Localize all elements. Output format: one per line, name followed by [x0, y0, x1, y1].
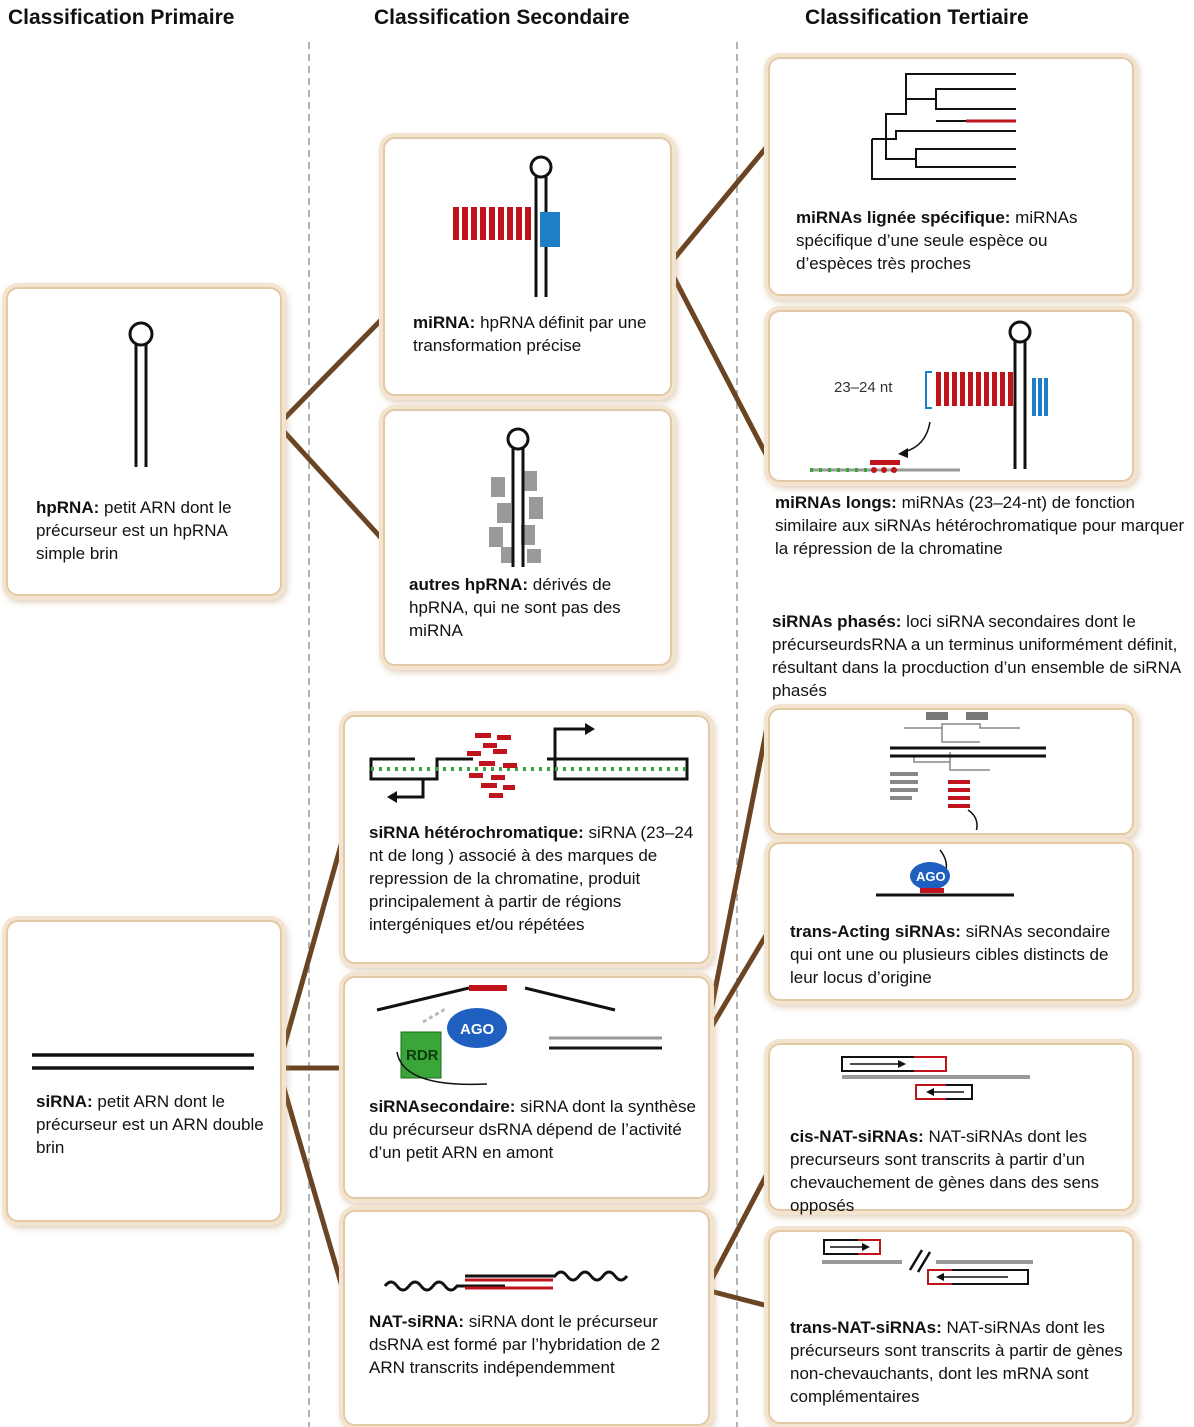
trans-acting-term: trans-Acting siRNAs:	[790, 922, 961, 941]
long-mirna-icon: 23–24 nt	[810, 320, 1048, 473]
sirna-desc: petit ARN dont le précurseur est un ARN …	[36, 1092, 264, 1157]
card-other-hprna: autres hpRNA: dérivés de hpRNA, qui ne s…	[383, 409, 672, 666]
card-nat-sirna: NAT-siRNA: siRNA dont le précurseur dsRN…	[343, 1210, 710, 1426]
trans-acting-icon: AGO	[876, 849, 1014, 897]
card-trans-acting: AGO trans-Acting siRNAs: siRNAs secondai…	[768, 842, 1134, 1001]
long-mirna-term: miRNAs longs:	[775, 493, 897, 512]
connector-sirna-hetero	[275, 835, 346, 1071]
phylogeny-tree-icon	[871, 73, 1016, 180]
ago-target-label: AGO	[916, 869, 946, 884]
trans-nat-term: trans-NAT-siRNAs:	[790, 1318, 942, 1337]
lineage-mirna-desc: miRNAs spécifique d’une seule espèce ou …	[796, 208, 1078, 273]
other-hprna-text: autres hpRNA: dérivés de hpRNA, qui ne s…	[409, 573, 654, 642]
nat-sirna-term: NAT-siRNA:	[369, 1312, 465, 1331]
phased-term: siRNAs phasés:	[772, 612, 902, 631]
mirna-desc: hpRNA définit par une transformation pré…	[413, 313, 647, 355]
hprna-text: hpRNA: petit ARN dont le précurseur est …	[36, 496, 266, 565]
cis-nat-text: cis-NAT-siRNAs: NAT-siRNAs dont les prec…	[790, 1125, 1120, 1217]
connector-nat-trans	[703, 1287, 771, 1309]
card-mirna: miRNA: hpRNA définit par une transformat…	[383, 137, 672, 396]
sirna-text: siRNA: petit ARN dont le précurseur est …	[36, 1090, 266, 1159]
other-hprna-icon	[489, 427, 543, 567]
card-lineage-mirna: miRNAs lignée spécifique: miRNAs spécifi…	[768, 57, 1134, 296]
mirna-text: miRNA: hpRNA définit par une transformat…	[413, 311, 653, 357]
phased-text: siRNAs phasés: loci siRNA secondaires do…	[772, 610, 1192, 702]
trans-acting-desc: siRNAs secondaire qui ont une ou plusieu…	[790, 922, 1111, 987]
trans-nat-icon	[822, 1239, 1033, 1285]
phased-sirna-icon	[890, 712, 1046, 830]
secondary-sirna-term: siRNAsecondaire:	[369, 1097, 516, 1116]
cis-nat-desc: NAT-siRNAs dont les precurseurs sont tra…	[790, 1127, 1100, 1215]
long-mirna-text: miRNAs longs: miRNAs (23–24-nt) de fonct…	[775, 491, 1185, 560]
connector-secondary-trans	[703, 929, 771, 1039]
connector-mirna-lineage	[665, 140, 773, 269]
header-secondary: Classification Secondaire	[374, 6, 630, 29]
trans-acting-text: trans-Acting siRNAs: siRNAs secondaire q…	[790, 920, 1120, 989]
header-primary: Classification Primaire	[8, 6, 235, 29]
other-hprna-desc: dérivés de hpRNA, qui ne sont pas des mi…	[409, 575, 621, 640]
cis-nat-term: cis-NAT-siRNAs:	[790, 1127, 924, 1146]
connector-sirna-nat	[275, 1065, 346, 1293]
other-hprna-term: autres hpRNA:	[409, 575, 529, 594]
connector-hprna-other	[275, 422, 386, 543]
mirna-term: miRNA:	[413, 313, 476, 332]
hairpin-icon	[128, 321, 154, 467]
ago-label: AGO	[460, 1021, 495, 1038]
card-trans-nat: trans-NAT-siRNAs: NAT-siRNAs dont les pr…	[768, 1230, 1134, 1424]
cis-nat-icon	[841, 1056, 1030, 1100]
phased-desc: loci siRNA secondaires dont le précurseu…	[772, 612, 1181, 700]
card-long-mirna: 23–24 nt	[768, 310, 1134, 482]
lineage-mirna-text: miRNAs lignée spécifique: miRNAs spécifi…	[796, 206, 1116, 275]
secondary-sirna-text: siRNAsecondaire: siRNA dont la synthèse …	[369, 1095, 704, 1164]
header-tertiary: Classification Tertiaire	[805, 6, 1029, 29]
trans-nat-desc: NAT-siRNAs dont les précurseurs sont tra…	[790, 1318, 1123, 1406]
card-sirna: siRNA: petit ARN dont le précurseur est …	[6, 920, 282, 1222]
nat-sirna-icon	[383, 1270, 629, 1292]
rdr-label: RDR	[406, 1047, 439, 1064]
double-strand-icon	[32, 1053, 254, 1070]
heterochromatic-term: siRNA hétérochromatique:	[369, 823, 584, 842]
mirna-hairpin-icon	[453, 155, 560, 297]
card-heterochromatic: siRNA hétérochromatique: siRNA (23–24 nt…	[343, 715, 710, 964]
hprna-desc: petit ARN dont le précurseur est un hpRN…	[36, 498, 232, 563]
trans-nat-text: trans-NAT-siRNAs: NAT-siRNAs dont les pr…	[790, 1316, 1130, 1408]
secondary-sirna-desc: siRNA dont la synthèse du précurseur dsR…	[369, 1097, 696, 1162]
hprna-term: hpRNA:	[36, 498, 100, 517]
connector-hprna-mirna	[275, 315, 386, 428]
heterochromatic-icon	[369, 723, 689, 803]
heterochromatic-text: siRNA hétérochromatique: siRNA (23–24 nt…	[369, 821, 704, 936]
card-secondary-sirna: RDR AGO siRNAsecondaire: siRNA dont la s…	[343, 976, 710, 1199]
nat-sirna-desc: siRNA dont le précurseur dsRNA est formé…	[369, 1312, 661, 1377]
connector-nat-cis	[703, 1169, 771, 1293]
connector-secondary-phased	[703, 719, 771, 1039]
long-mirna-desc: miRNAs (23–24-nt) de fonction similaire …	[775, 493, 1185, 558]
card-phased	[768, 708, 1134, 835]
heterochromatic-desc: siRNA (23–24 nt de long ) associé à des …	[369, 823, 694, 934]
card-cis-nat: cis-NAT-siRNAs: NAT-siRNAs dont les prec…	[768, 1043, 1134, 1215]
sirna-term: siRNA:	[36, 1092, 93, 1111]
lineage-mirna-term: miRNAs lignée spécifique:	[796, 208, 1011, 227]
secondary-sirna-icon: RDR AGO	[376, 985, 662, 1086]
connector-mirna-long	[665, 263, 773, 465]
nt-length-label: 23–24 nt	[834, 379, 893, 396]
nat-sirna-text: NAT-siRNA: siRNA dont le précurseur dsRN…	[369, 1310, 699, 1379]
card-hprna: hpRNA: petit ARN dont le précurseur est …	[6, 287, 282, 596]
